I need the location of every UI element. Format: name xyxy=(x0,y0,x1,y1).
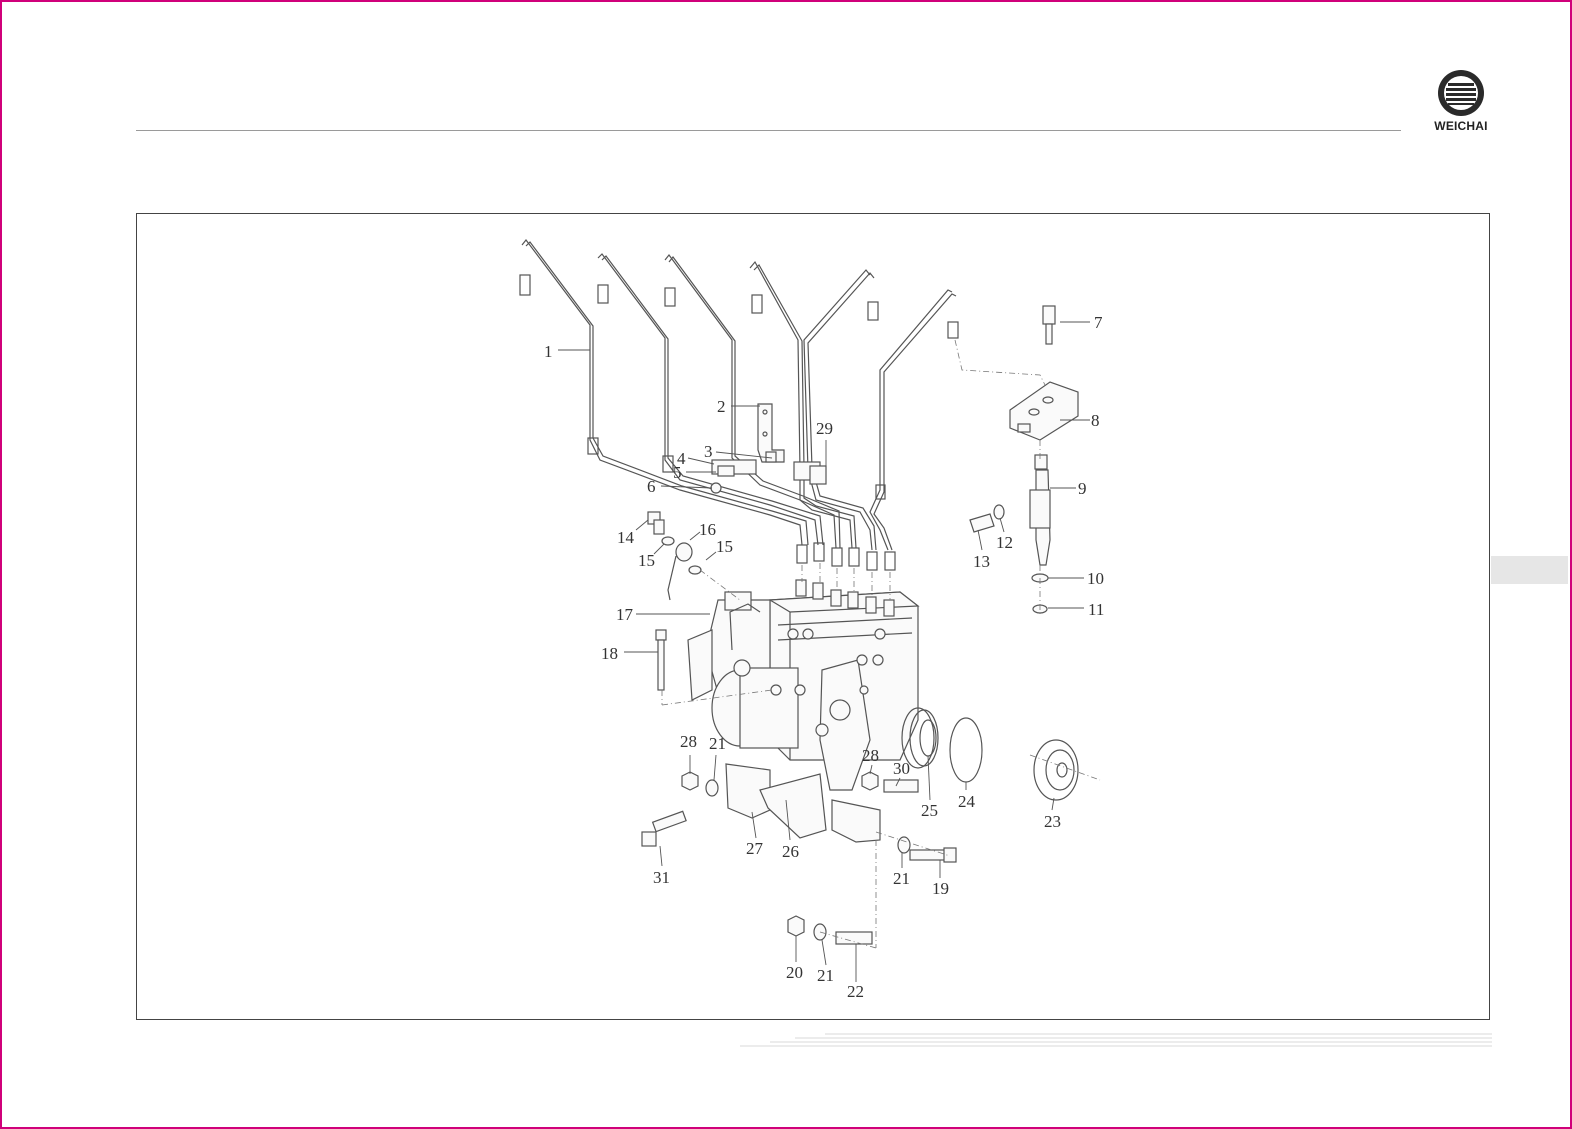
label-1: 1 xyxy=(544,342,553,361)
label-18: 18 xyxy=(601,644,618,663)
part-number-labels: 1 2 3 4 5 6 7 8 9 10 11 12 13 14 15 15 1… xyxy=(544,313,1104,1001)
diagram-frame xyxy=(136,213,1490,1020)
label-25: 25 xyxy=(921,801,938,820)
assembly-center-lines xyxy=(661,339,1046,949)
label-30: 30 xyxy=(893,759,910,778)
label-24: 24 xyxy=(958,792,976,811)
label-21c: 21 xyxy=(817,966,834,985)
label-21a: 21 xyxy=(709,734,726,753)
pipe-clamps xyxy=(710,403,827,494)
label-8: 8 xyxy=(1091,411,1100,430)
label-4: 4 xyxy=(677,449,686,468)
label-16: 16 xyxy=(699,520,716,539)
fuel-injection-pipes xyxy=(519,239,959,571)
injector-assembly xyxy=(969,305,1079,614)
label-21b: 21 xyxy=(893,869,910,888)
label-23: 23 xyxy=(1044,812,1061,831)
label-11: 11 xyxy=(1088,600,1104,619)
label-15b: 15 xyxy=(716,537,733,556)
label-20: 20 xyxy=(786,963,803,982)
label-26: 26 xyxy=(782,842,799,861)
label-3: 3 xyxy=(704,442,713,461)
drive-gear-group xyxy=(901,707,1101,801)
label-28a: 28 xyxy=(680,732,697,751)
brackets-and-fasteners xyxy=(641,511,957,945)
label-28b: 28 xyxy=(862,746,879,765)
label-5: 5 xyxy=(673,463,682,482)
label-14: 14 xyxy=(617,528,635,547)
label-27: 27 xyxy=(746,839,764,858)
label-13: 13 xyxy=(973,552,990,571)
label-9: 9 xyxy=(1078,479,1087,498)
section-tab[interactable] xyxy=(1491,556,1568,584)
weichai-logo-icon xyxy=(1438,70,1484,116)
leader-lines xyxy=(558,321,1090,982)
label-17: 17 xyxy=(616,605,634,624)
label-12: 12 xyxy=(996,533,1013,552)
label-29: 29 xyxy=(816,419,833,438)
injection-pump-body xyxy=(687,579,920,791)
label-2: 2 xyxy=(717,397,726,416)
brand-name: WEICHAI xyxy=(1434,119,1488,133)
label-31: 31 xyxy=(653,868,670,887)
label-7: 7 xyxy=(1094,313,1103,332)
header-rule xyxy=(136,130,1401,131)
label-10: 10 xyxy=(1087,569,1104,588)
footer-decoration xyxy=(740,1033,1492,1047)
label-22: 22 xyxy=(847,982,864,1001)
label-6: 6 xyxy=(647,477,656,496)
label-15a: 15 xyxy=(638,551,655,570)
label-19: 19 xyxy=(932,879,949,898)
